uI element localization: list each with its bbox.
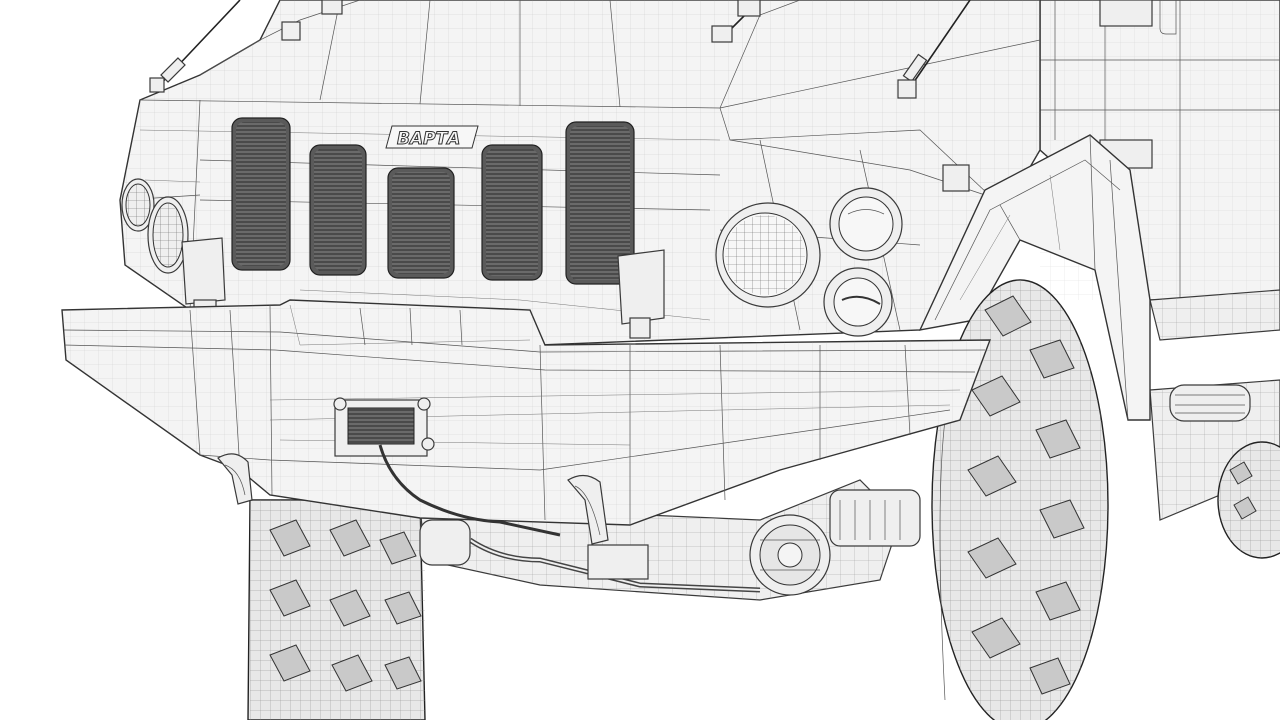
grille-slot <box>481 144 543 281</box>
winch-cable <box>378 444 561 537</box>
winch <box>333 397 561 537</box>
front-bumper <box>61 299 992 526</box>
grille-slot <box>565 121 635 285</box>
left-headlights <box>121 178 189 274</box>
grille-slot <box>309 144 367 276</box>
undercarriage <box>419 479 921 601</box>
grab-handle <box>1159 0 1177 35</box>
side-cylinder <box>1169 384 1251 422</box>
brand-logo-text: ВАРТА <box>397 129 460 149</box>
hood-hook-center <box>321 0 343 15</box>
grille-slot <box>231 117 291 271</box>
brand-logo: ВАРТА <box>385 125 479 150</box>
hood-hook-right <box>737 0 761 17</box>
differential <box>749 514 831 596</box>
tow-hooks <box>217 453 609 545</box>
door-hinge-upper <box>1099 0 1153 27</box>
front-wheel-left <box>247 499 426 720</box>
antenna-wires <box>149 0 971 99</box>
side-marker-light <box>942 164 970 192</box>
side-step-platform <box>1149 289 1280 521</box>
axle-housing <box>829 489 921 547</box>
grille-slot <box>387 167 455 279</box>
grille <box>231 117 635 285</box>
rear-wheel <box>1217 441 1280 559</box>
right-headlights <box>715 164 970 337</box>
hood-hook-left <box>281 21 301 41</box>
front-wheel-right <box>931 279 1109 720</box>
front-fender <box>918 134 1151 421</box>
